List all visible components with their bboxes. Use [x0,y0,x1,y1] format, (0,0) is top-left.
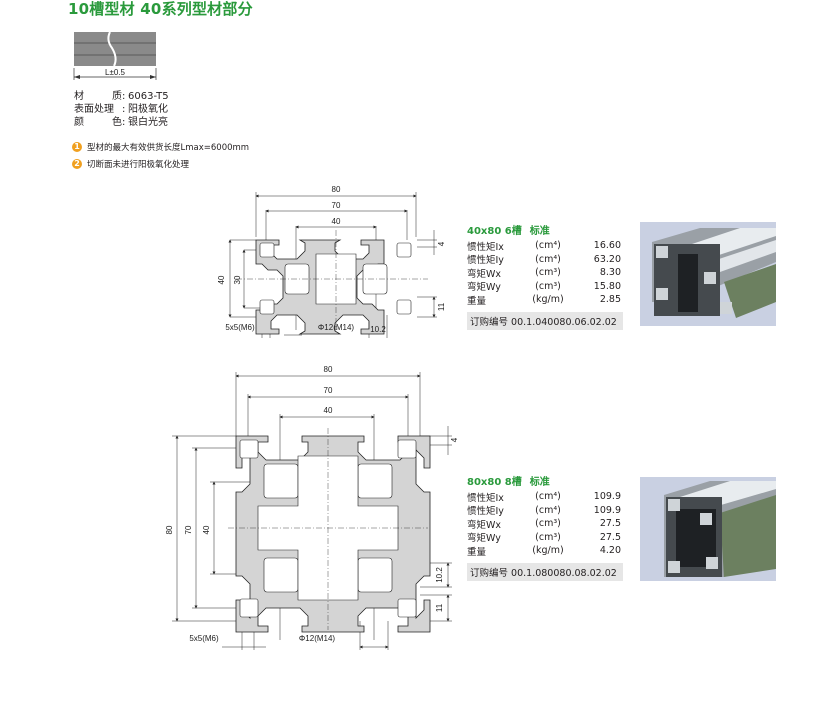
order-code-box: 订购编号 00.1.080080.08.02.02 [467,562,623,581]
prop-name: 弯矩Wx [467,519,502,531]
prop-unit: (kg/m) [532,294,564,306]
prop-name: 重量 [467,546,487,558]
dim-h40: 40 [202,525,211,534]
dim-40: 40 [324,406,333,415]
dim-h70: 70 [184,525,193,534]
dim-edge: 11 [437,302,446,311]
spec-material: 材质: 6063-T5 [74,91,169,102]
prop-value: 109.9 [593,504,621,516]
prop-unit: (cm⁴) [535,504,561,516]
prop-row: 惯性矩Iy (cm⁴) 109.9 [467,504,623,518]
prop-unit: (cm⁴) [535,491,561,503]
spec-color: 颜色: 银白光亮 [74,117,168,128]
spec-surface: 表面处理: 阳极氧化 [74,104,168,115]
prop-unit: (cm³) [535,280,561,292]
prop-row: 弯矩Wx (cm³) 8.30 [467,266,623,280]
note-text: 型材的最大有效供货长度Lmax=6000mm [87,142,250,153]
spec-key-char: 颜 [74,117,84,128]
spec-key-char: 色 [112,117,122,128]
prop-value: 63.20 [593,253,621,265]
prop-value: 27.5 [599,518,621,530]
profile-80x80-specs: 80x80 8槽标准 惯性矩Ix (cm⁴) 109.9 惯性矩Iy (cm⁴) 109… [467,473,623,581]
dim-height: 80 [165,525,174,534]
dim-width: 80 [332,185,341,194]
profile-tag: 标准 [529,477,550,488]
dim-edge: 11 [435,603,444,612]
dim-bolt: 5x5(M6) [189,634,219,643]
profile-80x80-drawing: 80 70 40 80 70 40 4 10.2 11 5x5(M6) Φ12(… [165,365,459,650]
prop-value: 16.60 [593,240,621,252]
profile-40x80-photo [640,222,776,326]
profile-40x80-drawing: 80 70 40 40 30 4 11 5x5(M6) Φ12(M14) 10.… [217,185,446,338]
notes: 1 型材的最大有效供货长度Lmax=6000mm 2 切断面未进行阳极氧化处理 [72,138,249,172]
prop-unit: (cm⁴) [535,253,561,265]
prop-value: 27.5 [599,531,621,543]
note-number-badge: 2 [72,158,82,169]
prop-row: 重量 (kg/m) 4.20 [467,544,623,558]
prop-unit: (cm³) [535,518,561,530]
prop-name: 惯性矩Iy [467,506,504,518]
dim-height: 40 [217,275,226,284]
note-text: 切断面未进行阳极氧化处理 [87,159,190,170]
bar-length-drawing: L±0.5 [73,31,157,80]
order-label: 订购编号 [470,567,509,579]
prop-unit: (cm³) [535,531,561,543]
prop-value: 8.30 [599,267,621,279]
prop-value: 4.20 [599,545,621,557]
note-number-badge: 1 [72,141,82,152]
dim-slot: 4 [437,241,446,246]
prop-name: 重量 [467,295,487,307]
prop-row: 重量 (kg/m) 2.85 [467,293,623,307]
bar-tolerance-label: L±0.5 [105,68,126,77]
dim-70: 70 [324,386,333,395]
profile-name: 80x80 8槽 [467,477,522,488]
prop-name: 惯性矩Iy [467,255,504,267]
prop-name: 惯性矩Ix [467,241,504,253]
prop-row: 弯矩Wy (cm³) 27.5 [467,531,623,545]
prop-name: 弯矩Wx [467,268,502,280]
dim-bolt: 5x5(M6) [225,323,255,332]
spec-value: 阳极氧化 [128,104,168,115]
material-specs: 材质: 6063-T5 表面处理: 阳极氧化 颜色: 银白光亮 [74,90,169,129]
prop-row: 弯矩Wx (cm³) 27.5 [467,517,623,531]
prop-unit: (kg/m) [532,545,564,557]
order-label: 订购编号 [470,316,509,328]
spec-value: 银白光亮 [128,117,168,128]
dim-40: 40 [332,217,341,226]
note-item: 2 切断面未进行阳极氧化处理 [72,155,249,172]
dim-slot: 4 [450,437,459,442]
prop-row: 弯矩Wy (cm³) 15.80 [467,280,623,294]
spec-key: 表面处理 [74,104,114,115]
prop-value: 2.85 [599,294,621,306]
note-item: 1 型材的最大有效供货长度Lmax=6000mm [72,138,249,155]
spec-key-char: 质 [112,91,122,102]
prop-unit: (cm³) [535,267,561,279]
dim-bore: Φ12(M14) [299,634,336,643]
profile-40x80-specs: 40x80 6槽标准 惯性矩Ix (cm⁴) 16.60 惯性矩Iy (cm⁴) 63.… [467,222,623,330]
profile-tag: 标准 [529,226,550,237]
prop-value: 15.80 [593,280,621,292]
dim-gap: 10.2 [370,325,386,334]
prop-name: 惯性矩Ix [467,492,504,504]
prop-value: 109.9 [593,491,621,503]
prop-row: 惯性矩Iy (cm⁴) 63.20 [467,253,623,267]
profile-80x80-photo [640,477,776,581]
order-code: 00.1.040080.06.02.02 [511,316,617,328]
dim-width: 80 [324,365,333,374]
order-code: 00.1.080080.08.02.02 [511,567,617,579]
dim-gap: 10.2 [435,567,444,583]
dim-70: 70 [332,201,341,210]
spec-value: 6063-T5 [128,91,169,102]
order-code-box: 订购编号 00.1.040080.06.02.02 [467,311,623,330]
prop-row: 惯性矩Ix (cm⁴) 109.9 [467,490,623,504]
dim-bore: Φ12(M14) [318,323,355,332]
page-title: 10槽型材 40系列型材部分 [68,0,253,18]
prop-unit: (cm⁴) [535,240,561,252]
dim-30: 30 [233,275,242,284]
prop-name: 弯矩Wy [467,533,501,545]
prop-row: 惯性矩Ix (cm⁴) 16.60 [467,239,623,253]
profile-name: 40x80 6槽 [467,226,522,237]
prop-name: 弯矩Wy [467,282,501,294]
spec-key-char: 材 [74,91,84,102]
